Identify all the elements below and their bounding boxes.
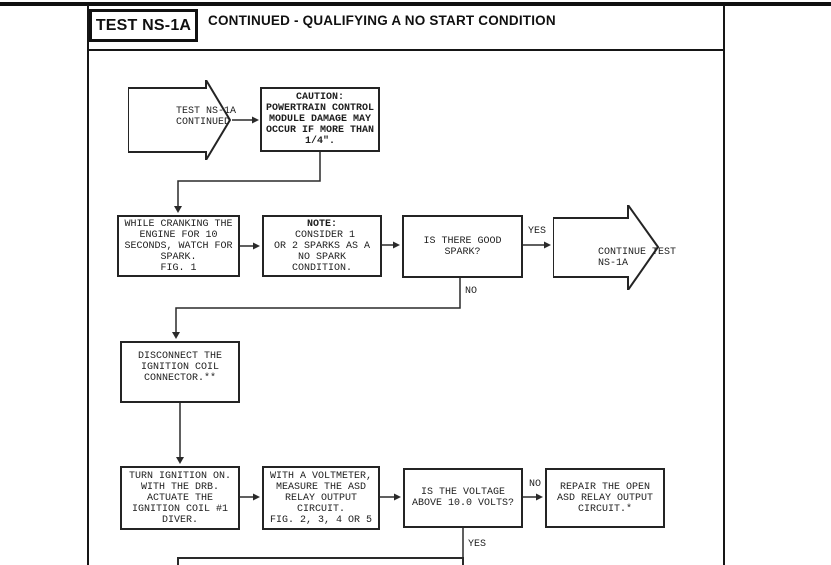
page-frame bbox=[87, 5, 725, 565]
text-line: SPARK? bbox=[444, 246, 481, 258]
continue-arrow: CONTINUE TEST NS-1A bbox=[552, 201, 676, 294]
text-line: SECONDS, WATCH FOR bbox=[124, 240, 233, 252]
start-arrow: TEST NS-1A CONTINUED bbox=[127, 76, 236, 164]
label-yes-voltage: YES bbox=[467, 539, 488, 550]
text-line: FIG. 1 bbox=[160, 262, 197, 274]
text-line: NO SPARK bbox=[297, 251, 346, 263]
label-yes-spark: YES bbox=[527, 226, 548, 237]
text-line: WHILE CRANKING THE bbox=[124, 218, 233, 230]
text-line: CONTINUED bbox=[176, 117, 231, 128]
text-line: CIRCUIT.* bbox=[577, 503, 632, 515]
text-line: IGNITION COIL #1 bbox=[131, 503, 228, 515]
text-line: IGNITION COIL bbox=[140, 362, 219, 373]
note-prefix: NOTE: bbox=[306, 218, 337, 230]
caution-box: CAUTION: POWERTRAIN CONTROL MODULE DAMAG… bbox=[260, 87, 380, 152]
text-line: MODULE DAMAGE MAY bbox=[268, 114, 372, 125]
text-line: CONNECTOR.** bbox=[143, 373, 216, 384]
text-line: CONTINUE TEST bbox=[598, 247, 677, 258]
text-line: MEASURE THE ASD bbox=[275, 481, 366, 493]
ignition-box: TURN IGNITION ON. WITH THE DRB. ACTUATE … bbox=[120, 466, 240, 530]
text-line: FIG. 2, 3, 4 OR 5 bbox=[269, 514, 373, 526]
text-line: TEST NS-1A bbox=[176, 106, 237, 117]
header-divider bbox=[87, 49, 723, 51]
text-line: CONDITION. bbox=[291, 262, 352, 274]
label-no-voltage: NO bbox=[528, 479, 543, 490]
text-line: DIVER. bbox=[161, 514, 198, 526]
text-line: OR 2 SPARKS AS A bbox=[273, 240, 370, 252]
label-no-spark: NO bbox=[464, 286, 479, 297]
start-arrow-text: TEST NS-1A CONTINUED bbox=[140, 95, 236, 139]
note-box: NOTE: CONSIDER 1 OR 2 SPARKS AS A NO SPA… bbox=[262, 215, 382, 277]
text-line: ABOVE 10.0 VOLTS? bbox=[411, 498, 515, 509]
text-line: DISCONNECT THE bbox=[137, 351, 222, 362]
text-line: ASD RELAY OUTPUT bbox=[556, 492, 653, 504]
note-rest: CONSIDER 1 bbox=[288, 229, 355, 241]
text-line: RELAY OUTPUT bbox=[284, 492, 357, 504]
disconnect-box: DISCONNECT THE IGNITION COIL CONNECTOR.*… bbox=[120, 341, 240, 403]
repair-box: REPAIR THE OPEN ASD RELAY OUTPUT CIRCUIT… bbox=[545, 468, 665, 528]
truncated-bottom-box bbox=[177, 557, 464, 565]
voltage-question-box: IS THE VOLTAGE ABOVE 10.0 VOLTS? bbox=[403, 468, 523, 528]
page-top-rule bbox=[0, 2, 831, 6]
continue-arrow-shape bbox=[552, 201, 660, 294]
continue-arrow-text: CONTINUE TEST NS-1A bbox=[562, 236, 676, 280]
crank-engine-box: WHILE CRANKING THE ENGINE FOR 10 SECONDS… bbox=[117, 215, 240, 277]
text-line: WITH THE DRB. bbox=[140, 481, 219, 493]
text-line: 1/4". bbox=[304, 136, 335, 147]
start-arrow-shape bbox=[127, 76, 232, 164]
header-test-id-box: TEST NS-1A bbox=[89, 9, 198, 42]
text-line: CIRCUIT. bbox=[296, 503, 345, 515]
text-line: NOTE: CONSIDER 1 bbox=[289, 219, 355, 241]
text-line: NS-1A bbox=[598, 258, 629, 269]
text-line: SPARK. bbox=[160, 251, 197, 263]
text-line: IS THERE GOOD bbox=[423, 235, 502, 247]
text-line: REPAIR THE OPEN bbox=[559, 481, 650, 493]
text-line: ENGINE FOR 10 bbox=[139, 229, 218, 241]
text-line: POWERTRAIN CONTROL bbox=[265, 103, 375, 114]
text-line: OCCUR IF MORE THAN bbox=[265, 125, 375, 136]
text-line: TURN IGNITION ON. bbox=[128, 470, 232, 482]
header-test-id: TEST NS-1A bbox=[95, 16, 192, 34]
voltmeter-box: WITH A VOLTMETER, MEASURE THE ASD RELAY … bbox=[262, 466, 380, 530]
text-line: WITH A VOLTMETER, bbox=[269, 470, 373, 482]
text-line: ACTUATE THE bbox=[146, 492, 213, 504]
spark-question-box: IS THERE GOOD SPARK? bbox=[402, 215, 523, 278]
text-line: IS THE VOLTAGE bbox=[420, 487, 505, 498]
text-line: CAUTION: bbox=[295, 92, 344, 103]
header-title: CONTINUED - QUALIFYING A NO START CONDIT… bbox=[208, 13, 556, 28]
